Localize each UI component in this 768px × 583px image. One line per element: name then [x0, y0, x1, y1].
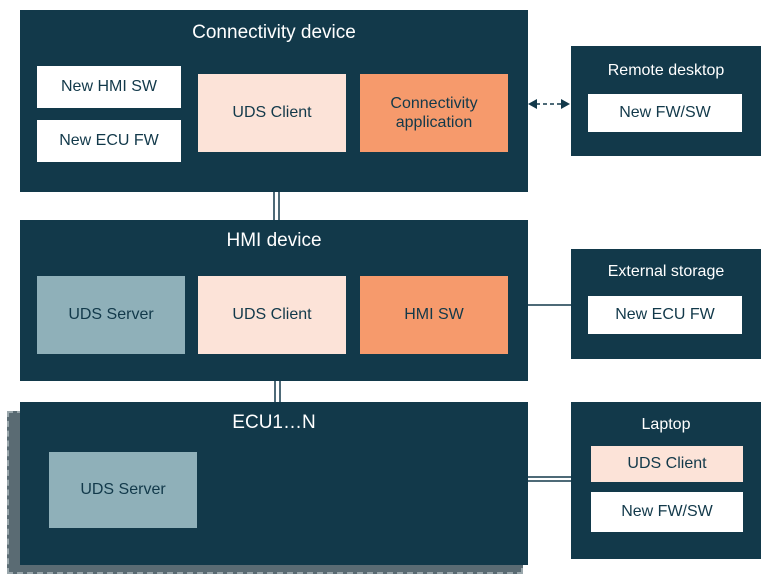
new-ecu-fw-box: New ECU FW	[588, 296, 742, 334]
new-fw-sw-box: New FW/SW	[591, 492, 743, 532]
connectivity-device-title: Connectivity device	[192, 22, 356, 43]
connectivity-device-panel: Connectivity device New HMI SW New ECU F…	[20, 10, 528, 192]
remote-desktop-panel: Remote desktop New FW/SW	[571, 46, 761, 156]
uds-client-box: UDS Client	[198, 276, 346, 354]
arrow-left-head	[528, 99, 537, 109]
remote-desktop-title: Remote desktop	[607, 62, 725, 79]
external-storage-title: External storage	[607, 263, 725, 280]
new-hmi-sw-box: New HMI SW	[37, 66, 181, 108]
connectivity-application-box: Connectivity application	[360, 74, 508, 152]
external-storage-panel: External storage New ECU FW	[571, 249, 761, 359]
hmi-sw-box: HMI SW	[360, 276, 508, 354]
hmi-device-panel: HMI device UDS Server UDS Client HMI SW	[20, 220, 528, 381]
ecu-panel: ECU1…N UDS Server	[20, 402, 528, 565]
uds-client-box: UDS Client	[591, 446, 743, 482]
new-ecu-fw-box: New ECU FW	[37, 120, 181, 162]
uds-client-box: UDS Client	[198, 74, 346, 152]
hmi-device-title: HMI device	[226, 230, 322, 251]
uds-server-box: UDS Server	[49, 452, 197, 528]
ecu-title: ECU1…N	[232, 412, 316, 433]
uds-server-box: UDS Server	[37, 276, 185, 354]
laptop-title: Laptop	[641, 416, 691, 433]
arrow-right-head	[561, 99, 570, 109]
laptop-panel: Laptop UDS Client New FW/SW	[571, 402, 761, 559]
new-fw-sw-box: New FW/SW	[588, 94, 742, 132]
